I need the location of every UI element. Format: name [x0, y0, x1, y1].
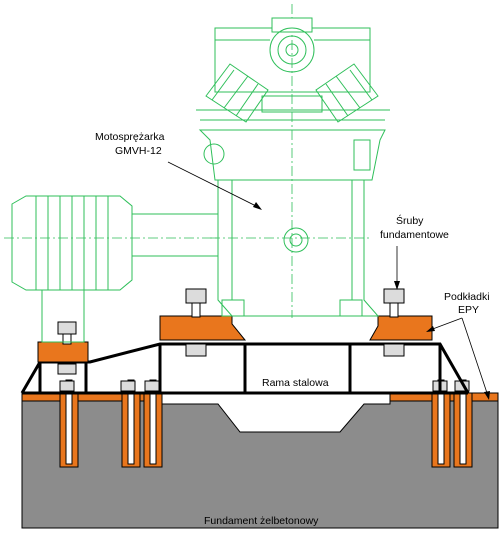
label-foundation: Fundament żelbetonowy — [204, 515, 319, 527]
label-pads-line1: Podkładki — [444, 291, 490, 303]
label-pads-line2: EPY — [458, 304, 479, 316]
compressor-outline — [196, 4, 390, 318]
label-compressor-line2: GMVH-12 — [115, 145, 162, 157]
leader-lines — [167, 161, 490, 400]
pad-motor — [37, 341, 89, 363]
pad-compressor-right — [369, 315, 433, 341]
frame-bolts — [57, 288, 405, 375]
label-compressor-line1: Motosprężarka — [95, 131, 165, 143]
concrete-foundation — [21, 399, 499, 529]
pad-compressor-left — [159, 315, 247, 341]
steel-frame — [20, 342, 470, 395]
label-bolts-line2: fundamentowe — [380, 229, 449, 241]
label-bolts-line1: Śruby — [396, 214, 424, 227]
motor-outline — [4, 195, 219, 343]
label-frame: Rama stalowa — [262, 377, 329, 389]
